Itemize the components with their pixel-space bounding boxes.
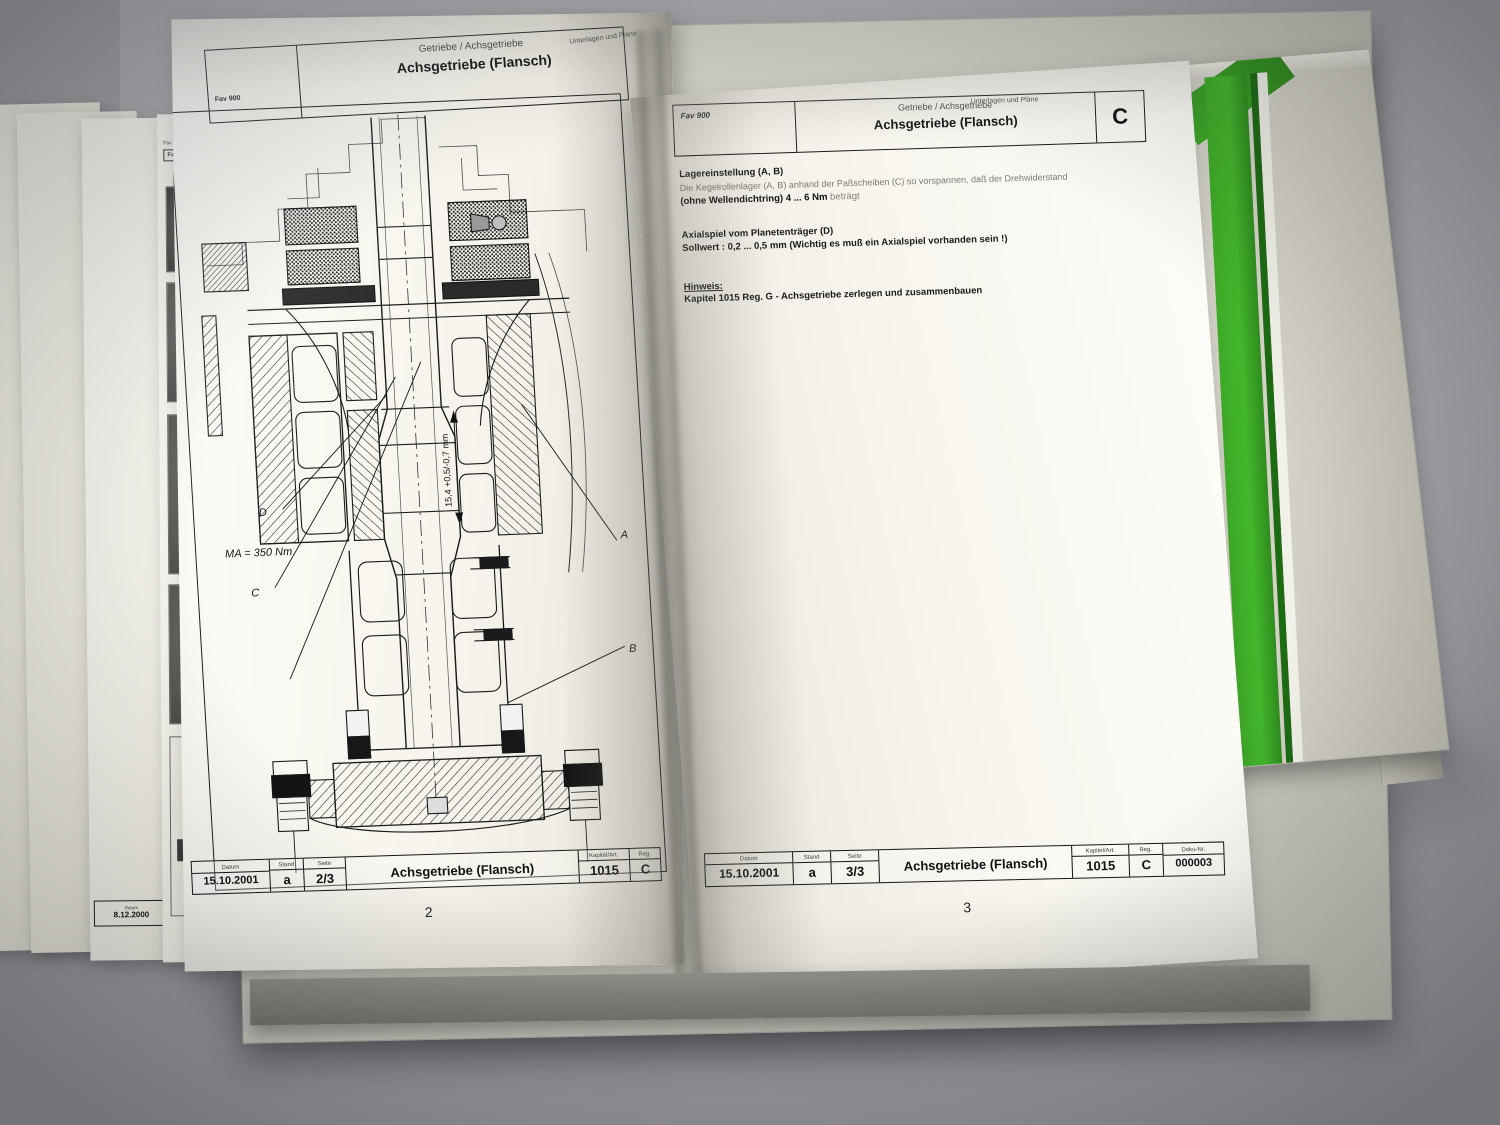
manual-page-right: Fav 900 Getriebe / Achsgetriebe Achsgetr… bbox=[630, 60, 1258, 996]
right-footer-stand-label: Stand bbox=[793, 853, 831, 863]
right-page-footer: Datum 15.10.2001 Stand a Seite 3/3 Achsg… bbox=[703, 841, 1226, 888]
left-header-model-value: Fav 900 bbox=[214, 94, 241, 104]
right-footer-seite: Seite 3/3 bbox=[831, 850, 881, 884]
left-page-content: Fav 900 Getriebe / Achsgetriebe Achsgetr… bbox=[171, 15, 679, 969]
right-header-title-cell: Getriebe / Achsgetriebe Achsgetriebe (Fl… bbox=[795, 92, 1098, 152]
right-header-reg-letter: C bbox=[1111, 103, 1129, 129]
left-footer-seite: Seite 2/3 bbox=[303, 857, 348, 891]
drawing-label-b: B bbox=[629, 643, 637, 655]
right-footer-reg-label: Reg. bbox=[1129, 845, 1163, 856]
right-header-model-value: Fav 900 bbox=[680, 110, 711, 121]
left-footer-title: Achsgetriebe (Flansch) bbox=[390, 860, 535, 880]
drawing-label-c: C bbox=[251, 587, 260, 599]
drawing-torque-note: MA = 350 Nm bbox=[225, 546, 293, 561]
right-footer-datum-value: 15.10.2001 bbox=[718, 865, 780, 882]
left-header-corner-note: Unterlagen und Pläne bbox=[569, 30, 638, 46]
left-footer-kapitel-value: 1015 bbox=[589, 862, 620, 878]
right-header-corner-note: Unterlagen und Pläne bbox=[970, 96, 1039, 106]
left-page-number: 2 bbox=[424, 903, 433, 921]
right-header-title: Achsgetriebe (Flansch) bbox=[873, 112, 1018, 133]
left-header-section: Getriebe / Achsgetriebe bbox=[418, 38, 524, 55]
right-footer-doku: Doku-Nr. 000003 bbox=[1163, 842, 1224, 875]
right-page-content: Fav 900 Getriebe / Achsgetriebe Achsgetr… bbox=[637, 65, 1251, 992]
body-para1-bold: (ohne Wellendichtring) 4 ... 6 Nm bbox=[680, 191, 828, 207]
footer-datum-value: 8.12.2000 bbox=[113, 909, 150, 920]
body-para1-tail: beträgt bbox=[829, 190, 860, 203]
right-footer-datum: Datum 15.10.2001 bbox=[704, 852, 795, 887]
left-footer-datum: Datum 15.10.2001 bbox=[191, 859, 272, 894]
right-footer-stand-value: a bbox=[808, 864, 817, 880]
left-footer-reg: Reg. C bbox=[629, 848, 661, 881]
left-footer-datum-value: 15.10.2001 bbox=[203, 874, 259, 888]
left-footer-reg-value: C bbox=[640, 861, 651, 877]
left-footer-reg-label: Reg. bbox=[629, 849, 661, 860]
right-footer-title: Achsgetriebe (Flansch) bbox=[903, 854, 1048, 874]
right-page-header: Fav 900 Getriebe / Achsgetriebe Achsgetr… bbox=[672, 89, 1147, 157]
right-footer-stand: Stand a bbox=[792, 851, 833, 885]
footer-cell-datum: Datum 8.12.2000 bbox=[94, 900, 170, 926]
right-page-number: 3 bbox=[963, 899, 972, 916]
left-footer-stand: Stand a bbox=[269, 858, 306, 892]
left-footer-kapitel: Kapitel/Art. 1015 bbox=[577, 848, 631, 883]
drawing-label-a: A bbox=[619, 529, 628, 541]
left-header-title: Achsgetriebe (Flansch) bbox=[396, 51, 553, 77]
manual-page-left: Fav 900 Getriebe / Achsgetriebe Achsgetr… bbox=[171, 12, 685, 972]
drawing-label-d: D bbox=[259, 507, 268, 519]
right-page-body: Lagereinstellung (A, B) Die Kegelrollenl… bbox=[679, 154, 1155, 307]
right-footer-kapitel: Kapitel/Art. 1015 bbox=[1071, 844, 1131, 878]
left-footer-stand-value: a bbox=[283, 871, 292, 887]
right-footer-kapitel-value: 1015 bbox=[1086, 857, 1116, 874]
right-footer-reg-value: C bbox=[1141, 856, 1152, 873]
right-footer-doku-value: 000003 bbox=[1175, 856, 1213, 870]
axle-drive-cross-section-drawing: D C A B MA = 350 Nm 15,4 +0,5/-0,7 mm bbox=[201, 114, 637, 873]
right-footer-seite-value: 3/3 bbox=[845, 863, 865, 879]
right-footer-reg: Reg. C bbox=[1129, 843, 1165, 877]
left-footer-seite-value: 2/3 bbox=[315, 870, 335, 886]
drawing-dimension-note: 15,4 +0,5/-0,7 mm bbox=[440, 433, 454, 507]
right-header-model-cell: Fav 900 bbox=[673, 101, 798, 156]
